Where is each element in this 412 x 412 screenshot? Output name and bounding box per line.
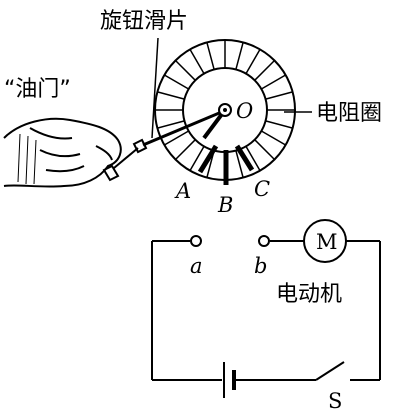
contact-a-label: a <box>190 254 203 278</box>
winding-tick <box>254 59 276 81</box>
terminal-c-label: C <box>254 177 270 201</box>
winding-tick <box>235 150 244 178</box>
throttle-label: “油门” <box>4 77 71 102</box>
winding-tick <box>235 42 244 70</box>
motor-label: 电动机 <box>276 282 342 307</box>
winding-tick <box>265 91 293 100</box>
switch <box>315 361 345 381</box>
winding-tick <box>254 139 276 161</box>
knob-slider-arm <box>202 103 232 140</box>
winding-tick <box>245 49 261 74</box>
winding-tick <box>189 146 205 171</box>
winding-tick <box>189 49 205 74</box>
center-label: O <box>236 99 253 123</box>
contact-a <box>190 235 202 247</box>
motor <box>303 219 347 263</box>
winding-tick <box>245 146 261 171</box>
contact-b-label: b <box>254 254 267 278</box>
winding-tick <box>174 59 196 81</box>
terminal-a-label: A <box>174 179 191 203</box>
switch-label: S <box>328 389 342 412</box>
winding-tick <box>157 120 185 129</box>
battery <box>223 362 236 398</box>
terminal-b-label: B <box>217 193 233 217</box>
motor-symbol: M <box>316 230 338 254</box>
slider-leader-line <box>151 37 159 139</box>
winding-tick <box>164 130 189 146</box>
winding-tick <box>157 91 185 100</box>
foot-illustration <box>3 117 122 188</box>
knob-slider-label: 旋钮滑片 <box>100 9 188 34</box>
circuit-wires <box>151 240 381 381</box>
winding-tick <box>265 120 293 129</box>
winding-tick <box>174 139 196 161</box>
winding-tick <box>261 74 286 90</box>
winding-tick <box>261 130 286 146</box>
throttle-linkage <box>102 109 225 182</box>
winding-tick <box>164 74 189 90</box>
winding-tick <box>206 42 215 70</box>
terminal-leads <box>197 144 255 185</box>
contact-b <box>258 235 270 247</box>
resistor-ring-label: 电阻圈 <box>316 101 382 126</box>
